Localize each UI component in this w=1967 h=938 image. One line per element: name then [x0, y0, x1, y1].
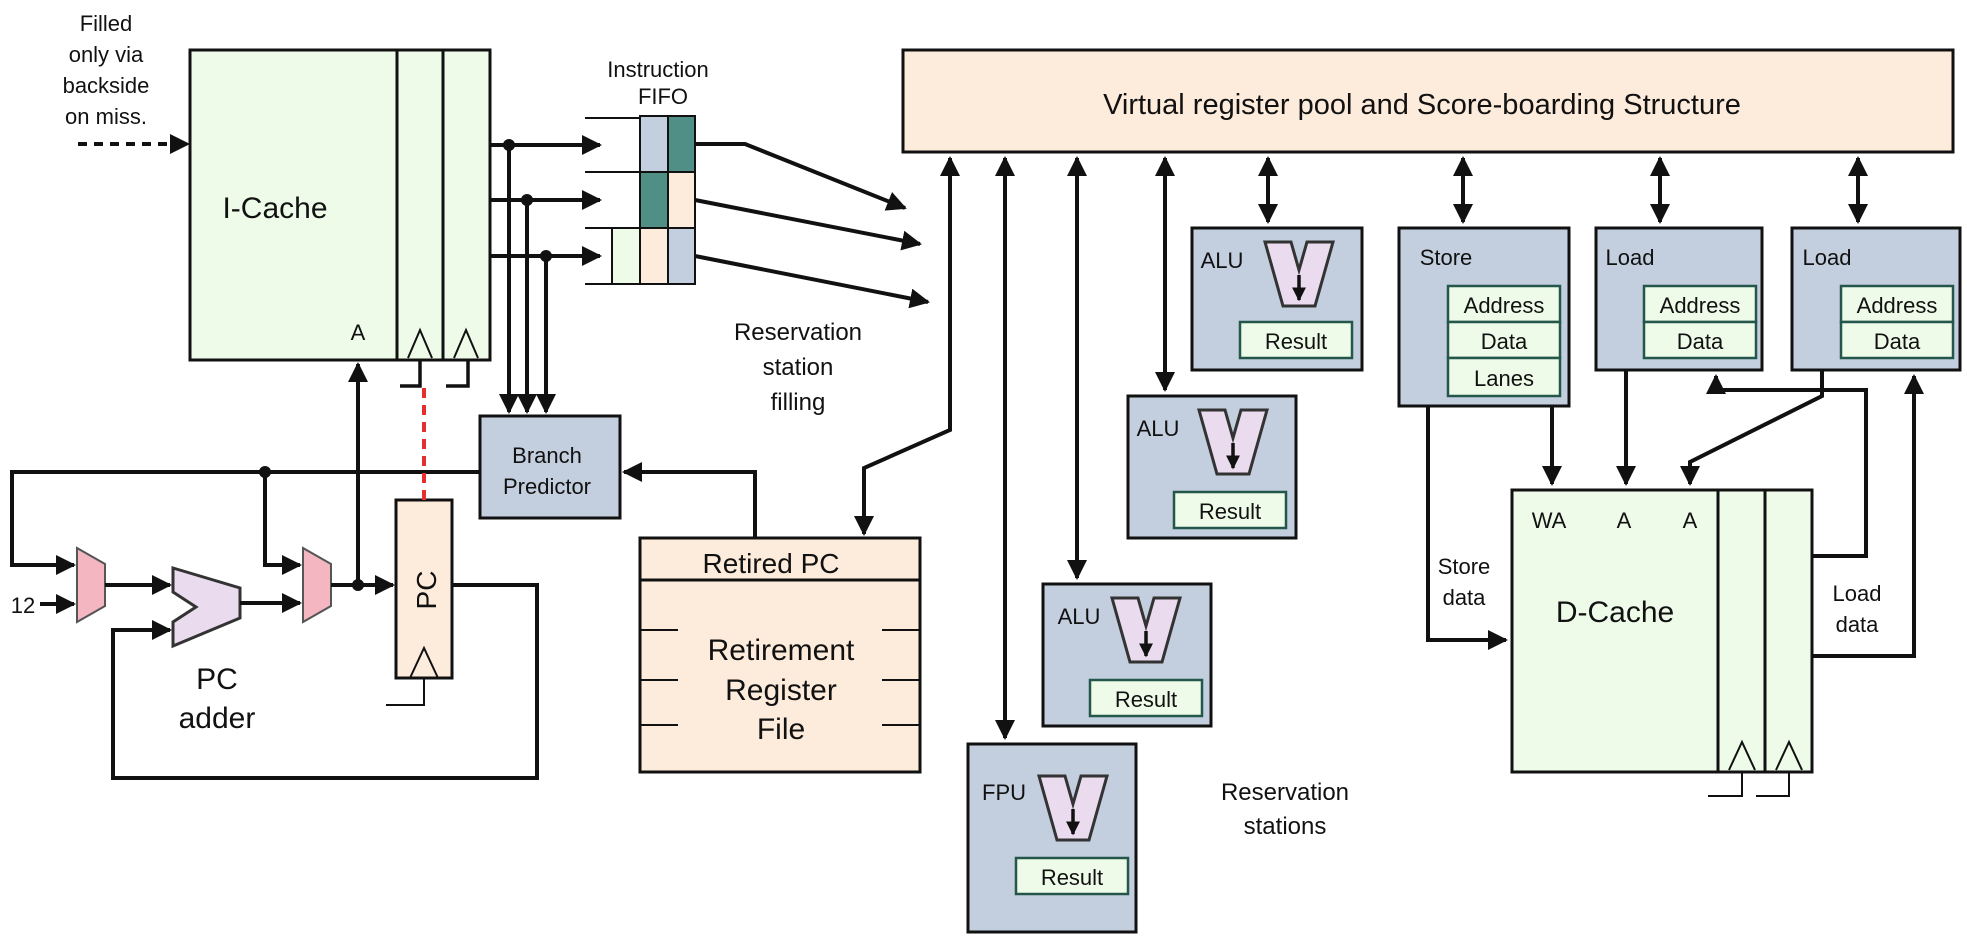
svg-text:Load: Load: [1803, 245, 1852, 270]
svg-text:Result: Result: [1115, 687, 1177, 712]
retirement-register-file: Retired PC Retirement Register File: [638, 536, 922, 774]
vrp-station-wires: [995, 156, 1868, 740]
pc-adder-label: PC: [196, 663, 238, 696]
svg-text:Data: Data: [1677, 329, 1724, 354]
virtual-register-pool: Virtual register pool and Score-boarding…: [901, 48, 1955, 154]
svg-text:ALU: ALU: [1137, 416, 1180, 441]
svg-text:Predictor: Predictor: [503, 474, 591, 499]
load-data-label: Load: [1833, 581, 1882, 606]
svg-text:Address: Address: [1464, 293, 1545, 318]
svg-text:Filled: Filled: [80, 11, 133, 36]
vrp-label: Virtual register pool and Score-boarding…: [1103, 89, 1741, 121]
alu-station-3: ALU Result: [1041, 582, 1213, 728]
rs-filling-label: Reservation: [734, 319, 862, 346]
svg-text:Data: Data: [1481, 329, 1528, 354]
svg-text:Store: Store: [1420, 245, 1473, 270]
svg-text:Result: Result: [1265, 329, 1327, 354]
svg-text:adder: adder: [179, 702, 256, 735]
svg-text:ALU: ALU: [1058, 604, 1101, 629]
icache-addr-port: A: [351, 320, 366, 345]
constant-12: 12: [11, 593, 35, 618]
fpu-station: FPU Result: [966, 742, 1138, 934]
pc-label: PC: [411, 571, 442, 610]
reservation-stations-label: Reservation: [1221, 779, 1349, 806]
svg-text:Result: Result: [1041, 865, 1103, 890]
svg-text:Result: Result: [1199, 499, 1261, 524]
svg-text:FPU: FPU: [982, 780, 1026, 805]
pc-logic-wires: [10, 362, 757, 780]
dcache-label: D-Cache: [1556, 596, 1674, 629]
svg-text:data: data: [1836, 612, 1880, 637]
memory-wires: Store data Load data: [1426, 370, 1924, 658]
icache-label: I-Cache: [222, 192, 327, 225]
icache-block: I-Cache A: [188, 48, 492, 388]
svg-text:Branch: Branch: [512, 443, 582, 468]
retire-wire: [854, 156, 960, 536]
store-station: Store Address Data Lanes: [1397, 226, 1571, 408]
icache-output-wires: [490, 135, 602, 414]
fifo-dispatch-wires: [694, 142, 930, 309]
load-station-2: Load Address Data: [1790, 226, 1962, 372]
load-station-1: Load Address Data: [1594, 226, 1764, 372]
svg-text:Load: Load: [1606, 245, 1655, 270]
alu-station-2: ALU Result: [1126, 394, 1298, 540]
svg-text:stations: stations: [1244, 813, 1327, 840]
svg-text:A: A: [1683, 508, 1698, 533]
svg-text:on miss.: on miss.: [65, 104, 147, 129]
svg-text:Address: Address: [1857, 293, 1938, 318]
svg-text:Address: Address: [1660, 293, 1741, 318]
alu-station-1: ALU Result: [1190, 226, 1364, 372]
store-data-label: Store: [1438, 554, 1491, 579]
svg-text:FIFO: FIFO: [638, 84, 688, 109]
pc-logic: PC PC adder 12: [11, 498, 454, 735]
svg-text:Register: Register: [725, 674, 837, 707]
backside-fill-note: Filled only via backside on miss.: [63, 11, 190, 154]
svg-text:File: File: [757, 713, 805, 746]
svg-text:backside: backside: [63, 73, 150, 98]
svg-text:Retirement: Retirement: [708, 634, 855, 667]
fifo-title: Instruction: [607, 57, 709, 82]
dcache-block: D-Cache WA A A: [1510, 488, 1814, 797]
svg-text:data: data: [1443, 585, 1487, 610]
svg-text:Data: Data: [1874, 329, 1921, 354]
svg-text:Lanes: Lanes: [1474, 366, 1534, 391]
svg-text:only via: only via: [69, 42, 144, 67]
svg-text:station: station: [763, 354, 834, 381]
svg-text:filling: filling: [771, 389, 826, 416]
svg-text:ALU: ALU: [1201, 248, 1244, 273]
instruction-fifo: Instruction FIFO: [585, 57, 709, 285]
svg-text:WA: WA: [1532, 508, 1567, 533]
retired-pc-label: Retired PC: [703, 548, 840, 579]
svg-text:A: A: [1617, 508, 1632, 533]
branch-predictor: Branch Predictor: [478, 414, 622, 520]
